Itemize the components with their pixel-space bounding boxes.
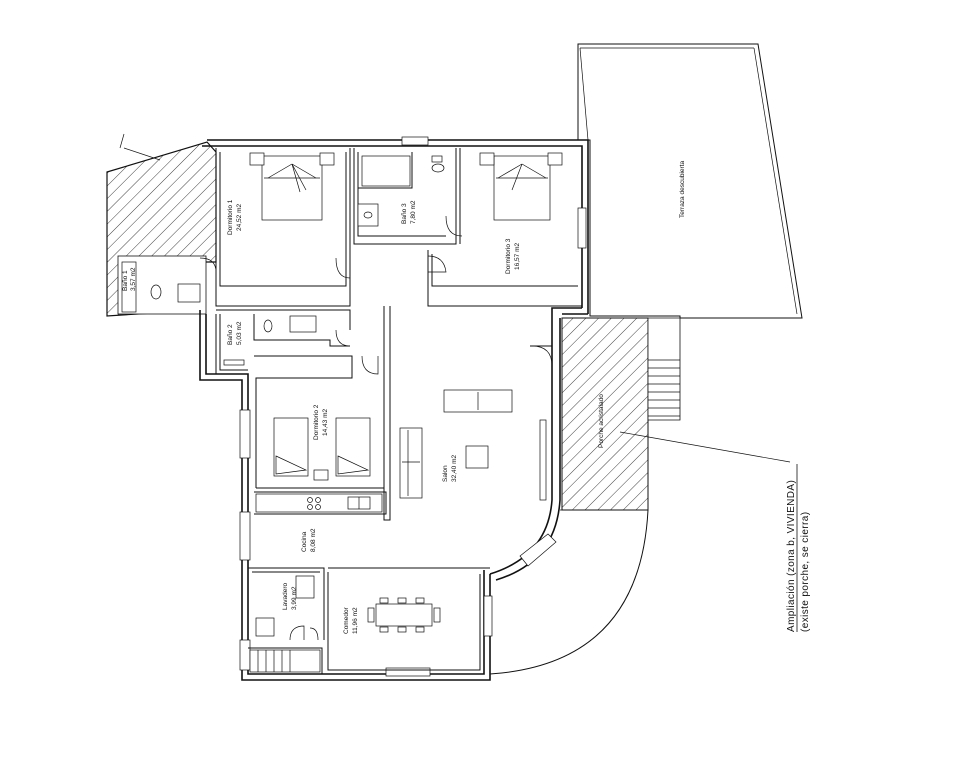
svg-text:24,52 m2: 24,52 m2 xyxy=(236,204,243,231)
room-label-salon: Salon 32,40 m2 xyxy=(442,455,458,482)
terraza-outline xyxy=(577,43,803,319)
annotation-leader xyxy=(619,431,791,463)
room-label-comedor: Comedor 11,96 m2 xyxy=(343,606,359,634)
room-label-cocina: Cocina 8,08 m2 xyxy=(301,528,317,552)
room-label-dormitorio3: Dormitorio 3 16,57 m2 xyxy=(505,238,521,274)
porche-hatch xyxy=(561,317,681,511)
svg-text:16,57 m2: 16,57 m2 xyxy=(514,243,521,270)
svg-text:Dormitorio 2: Dormitorio 2 xyxy=(313,404,320,440)
svg-text:Baño 2: Baño 2 xyxy=(227,324,234,345)
svg-text:3,99 m2: 3,99 m2 xyxy=(291,586,298,610)
room-label-lavadero: Lavadero 3,99 m2 xyxy=(282,583,298,610)
svg-text:Baño 3: Baño 3 xyxy=(401,203,408,224)
svg-text:5,03 m2: 5,03 m2 xyxy=(236,321,243,345)
svg-text:3,57 m2: 3,57 m2 xyxy=(130,267,137,291)
svg-text:14,43 m2: 14,43 m2 xyxy=(322,409,329,436)
svg-text:Comedor: Comedor xyxy=(343,606,350,634)
room-label-terraza: Terraza descubierta xyxy=(679,161,686,218)
annotation-line2: (existe porche, se cierra) xyxy=(800,512,811,632)
furniture xyxy=(121,152,563,637)
porche-curve xyxy=(489,509,649,675)
outer-walls xyxy=(199,139,589,681)
interior-walls xyxy=(215,148,582,674)
svg-text:Baño 1: Baño 1 xyxy=(122,270,129,291)
room-label-porche: Porche acristalado xyxy=(598,394,605,448)
annotation-block: Ampliación (zona b, VIVIENDA) (existe po… xyxy=(786,464,811,632)
room-label-bano2: Baño 2 5,03 m2 xyxy=(227,321,243,345)
room-label-dormitorio2: Dormitorio 2 14,43 m2 xyxy=(313,404,329,440)
room-label-bano1: Baño 1 3,57 m2 xyxy=(122,267,137,291)
svg-text:Dormitorio 1: Dormitorio 1 xyxy=(227,199,234,235)
svg-text:Lavadero: Lavadero xyxy=(282,583,289,610)
annotation-line1: Ampliación (zona b, VIVIENDA) xyxy=(786,480,797,632)
svg-text:Porche acristalado: Porche acristalado xyxy=(598,394,605,448)
svg-text:32,40 m2: 32,40 m2 xyxy=(451,455,458,482)
svg-text:7,80 m2: 7,80 m2 xyxy=(410,200,417,224)
svg-text:Salon: Salon xyxy=(442,465,449,482)
svg-text:11,96 m2: 11,96 m2 xyxy=(352,607,359,634)
stairs xyxy=(249,649,321,673)
door-swings xyxy=(199,215,553,641)
svg-text:8,08 m2: 8,08 m2 xyxy=(310,528,317,552)
windows xyxy=(239,136,587,677)
svg-text:Terraza descubierta: Terraza descubierta xyxy=(679,161,686,218)
svg-text:Cocina: Cocina xyxy=(301,531,308,552)
room-label-bano3: Baño 3 7,80 m2 xyxy=(401,200,417,224)
svg-text:Dormitorio 3: Dormitorio 3 xyxy=(505,238,512,274)
room-label-dormitorio1: Dormitorio 1 24,52 m2 xyxy=(227,199,243,235)
